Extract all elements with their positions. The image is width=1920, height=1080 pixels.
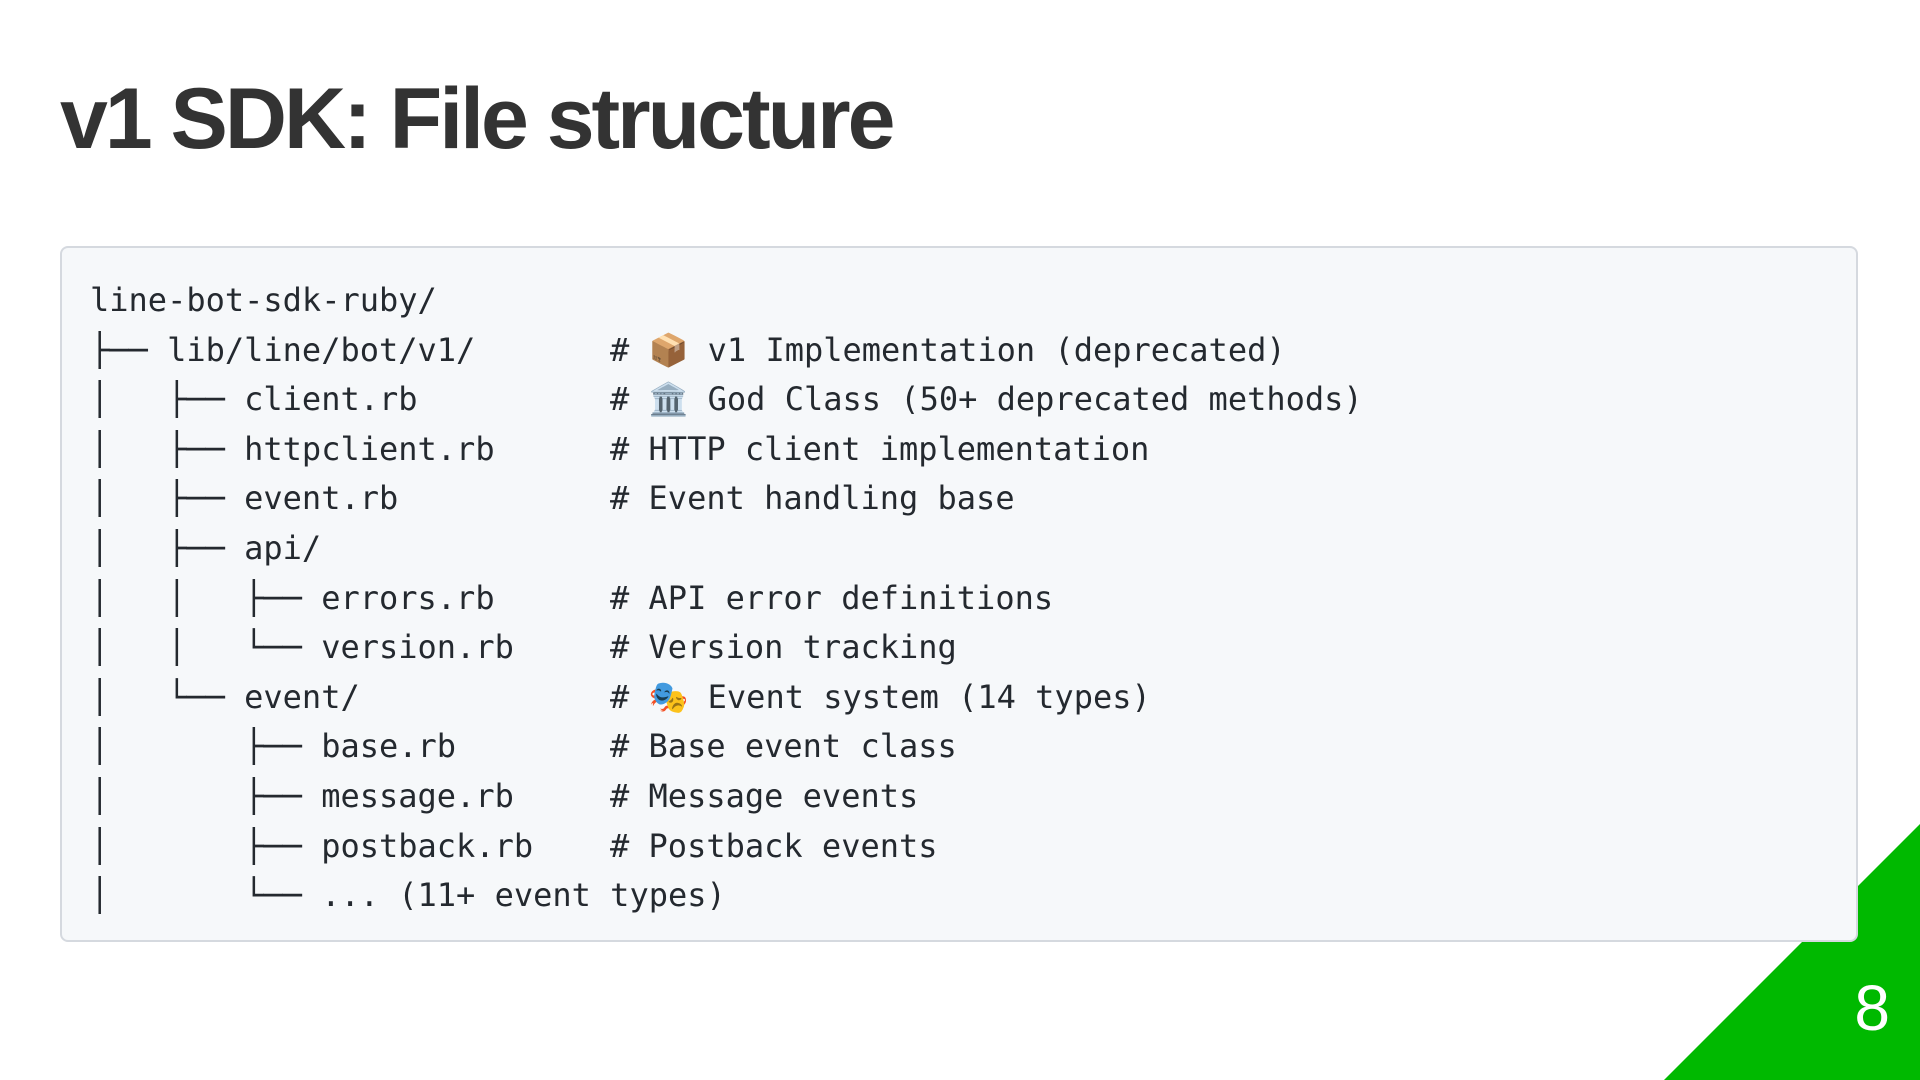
tree-path: │ ├── httpclient.rb: [90, 429, 495, 468]
code-comment: # 🎭 Event system (14 types): [610, 677, 1151, 716]
code-block: line-bot-sdk-ruby/ ├── lib/line/bot/v1/ #…: [60, 246, 1858, 942]
tree-path: line-bot-sdk-ruby/: [90, 281, 437, 319]
code-line: ├── lib/line/bot/v1/ # 📦 v1 Implementatio…: [90, 326, 1856, 376]
code-line: │ ├── httpclient.rb # HTTP client impleme…: [90, 425, 1856, 475]
tree-path: │ ├── message.rb: [90, 776, 514, 815]
code-line: │ └── ... (11+ event types): [90, 871, 1856, 921]
code-comment: # API error definitions: [610, 578, 1054, 617]
code-line: │ ├── postback.rb # Postback events: [90, 822, 1856, 872]
code-line: │ │ ├── errors.rb # API error definitions: [90, 574, 1856, 624]
tree-path: │ │ ├── errors.rb: [90, 578, 495, 617]
code-line: │ └── event/ # 🎭 Event system (14 types): [90, 673, 1856, 723]
code-line: │ ├── message.rb # Message events: [90, 772, 1856, 822]
code-comment: # Postback events: [610, 826, 938, 865]
code-comment: # 📦 v1 Implementation (deprecated): [610, 330, 1286, 369]
code-line: │ ├── api/: [90, 524, 1856, 574]
page-number: 8: [1854, 972, 1890, 1044]
code-comment: # Event handling base: [610, 479, 1015, 518]
code-line: line-bot-sdk-ruby/: [90, 276, 1856, 326]
tree-path: │ └── event/: [90, 677, 360, 716]
tree-path: │ ├── api/: [90, 528, 322, 567]
code-line: │ │ └── version.rb # Version tracking: [90, 623, 1856, 673]
code-comment: # 🏛️ God Class (50+ deprecated methods): [610, 380, 1363, 419]
code-comment: # Version tracking: [610, 628, 957, 667]
tree-path: │ └── ... (11+ event types): [90, 876, 726, 915]
code-comment: # Message events: [610, 776, 919, 815]
code-line: │ ├── client.rb # 🏛️ God Class (50+ depre…: [90, 375, 1856, 425]
tree-path: │ ├── base.rb: [90, 727, 457, 766]
tree-path: │ │ └── version.rb: [90, 628, 514, 667]
tree-path: │ ├── event.rb: [90, 479, 399, 518]
code-line: │ ├── event.rb # Event handling base: [90, 474, 1856, 524]
tree-path: │ ├── client.rb: [90, 380, 418, 419]
slide-title: v1 SDK: File structure: [60, 71, 895, 167]
code-comment: # HTTP client implementation: [610, 429, 1150, 468]
tree-path: │ ├── postback.rb: [90, 826, 534, 865]
code-comment: # Base event class: [610, 727, 957, 766]
code-line: │ ├── base.rb # Base event class: [90, 722, 1856, 772]
tree-path: ├── lib/line/bot/v1/: [90, 330, 476, 369]
